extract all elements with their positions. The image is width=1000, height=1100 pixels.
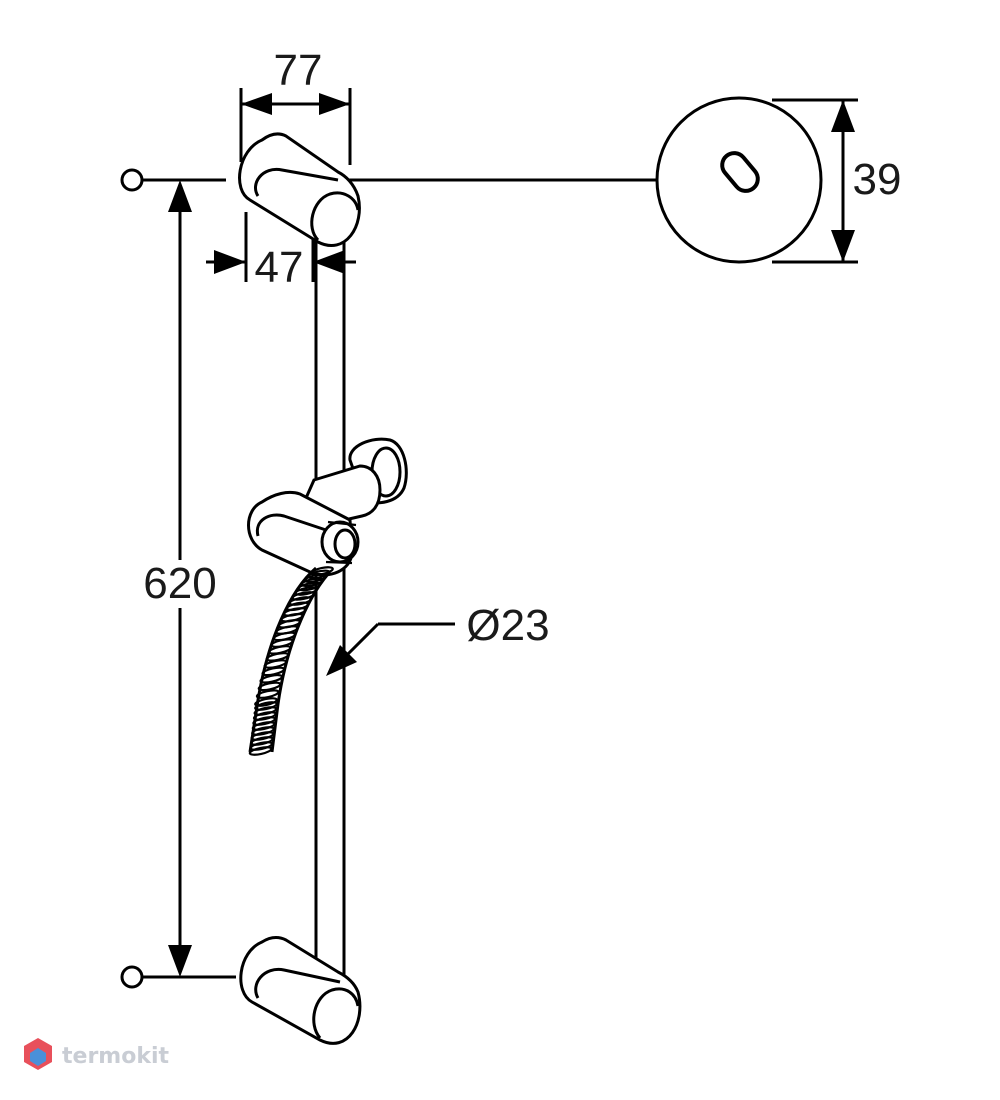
hose-coil-ring <box>254 701 278 711</box>
hose-coil-ring <box>251 726 275 736</box>
bottom-wall-bracket <box>239 936 362 1045</box>
hose-coil-ring <box>249 741 274 751</box>
svg-text:termokit: termokit <box>62 1044 169 1069</box>
height-dimension-label: 620 <box>143 559 216 608</box>
hose-coil-ring <box>257 681 282 692</box>
mount-point-top <box>120 168 226 192</box>
hose-coil-ring <box>259 673 284 684</box>
hose-coil-ring <box>288 596 313 606</box>
width-dimension-line <box>239 88 352 165</box>
slide-bar-rod <box>314 236 346 990</box>
projection-dimension-line <box>206 212 356 282</box>
projection-dimension-label: 47 <box>255 243 304 292</box>
wall-plate-dimension-line <box>772 98 858 264</box>
top-wall-bracket <box>238 132 361 247</box>
shower-hose <box>248 566 334 756</box>
width-dimension-label: 77 <box>274 46 323 95</box>
wall-plate <box>655 96 823 264</box>
hose-coil-ring <box>249 736 274 746</box>
hose-coil-ring <box>297 581 322 592</box>
diameter-label: Ø23 <box>466 601 549 650</box>
hose-coil-ring <box>250 731 275 741</box>
height-dimension-line <box>168 180 192 977</box>
hose-coil-ring <box>254 697 278 707</box>
termokit-logo-watermark: termokit <box>24 1038 169 1070</box>
wall-plate-dimension-label: 39 <box>853 155 902 204</box>
hose-coil-ring <box>252 711 277 721</box>
hose-coil-ring <box>294 586 319 596</box>
hose-coil-ring <box>252 716 277 726</box>
mount-point-bottom <box>120 965 236 989</box>
hose-coil-ring <box>253 706 278 716</box>
hose-coil-ring <box>248 746 273 756</box>
hose-coil-ring <box>251 721 276 731</box>
sliding-holder <box>247 437 408 577</box>
hose-coil-ring <box>291 591 316 601</box>
diameter-leader <box>326 622 455 676</box>
hose-coil-ring <box>255 689 280 699</box>
